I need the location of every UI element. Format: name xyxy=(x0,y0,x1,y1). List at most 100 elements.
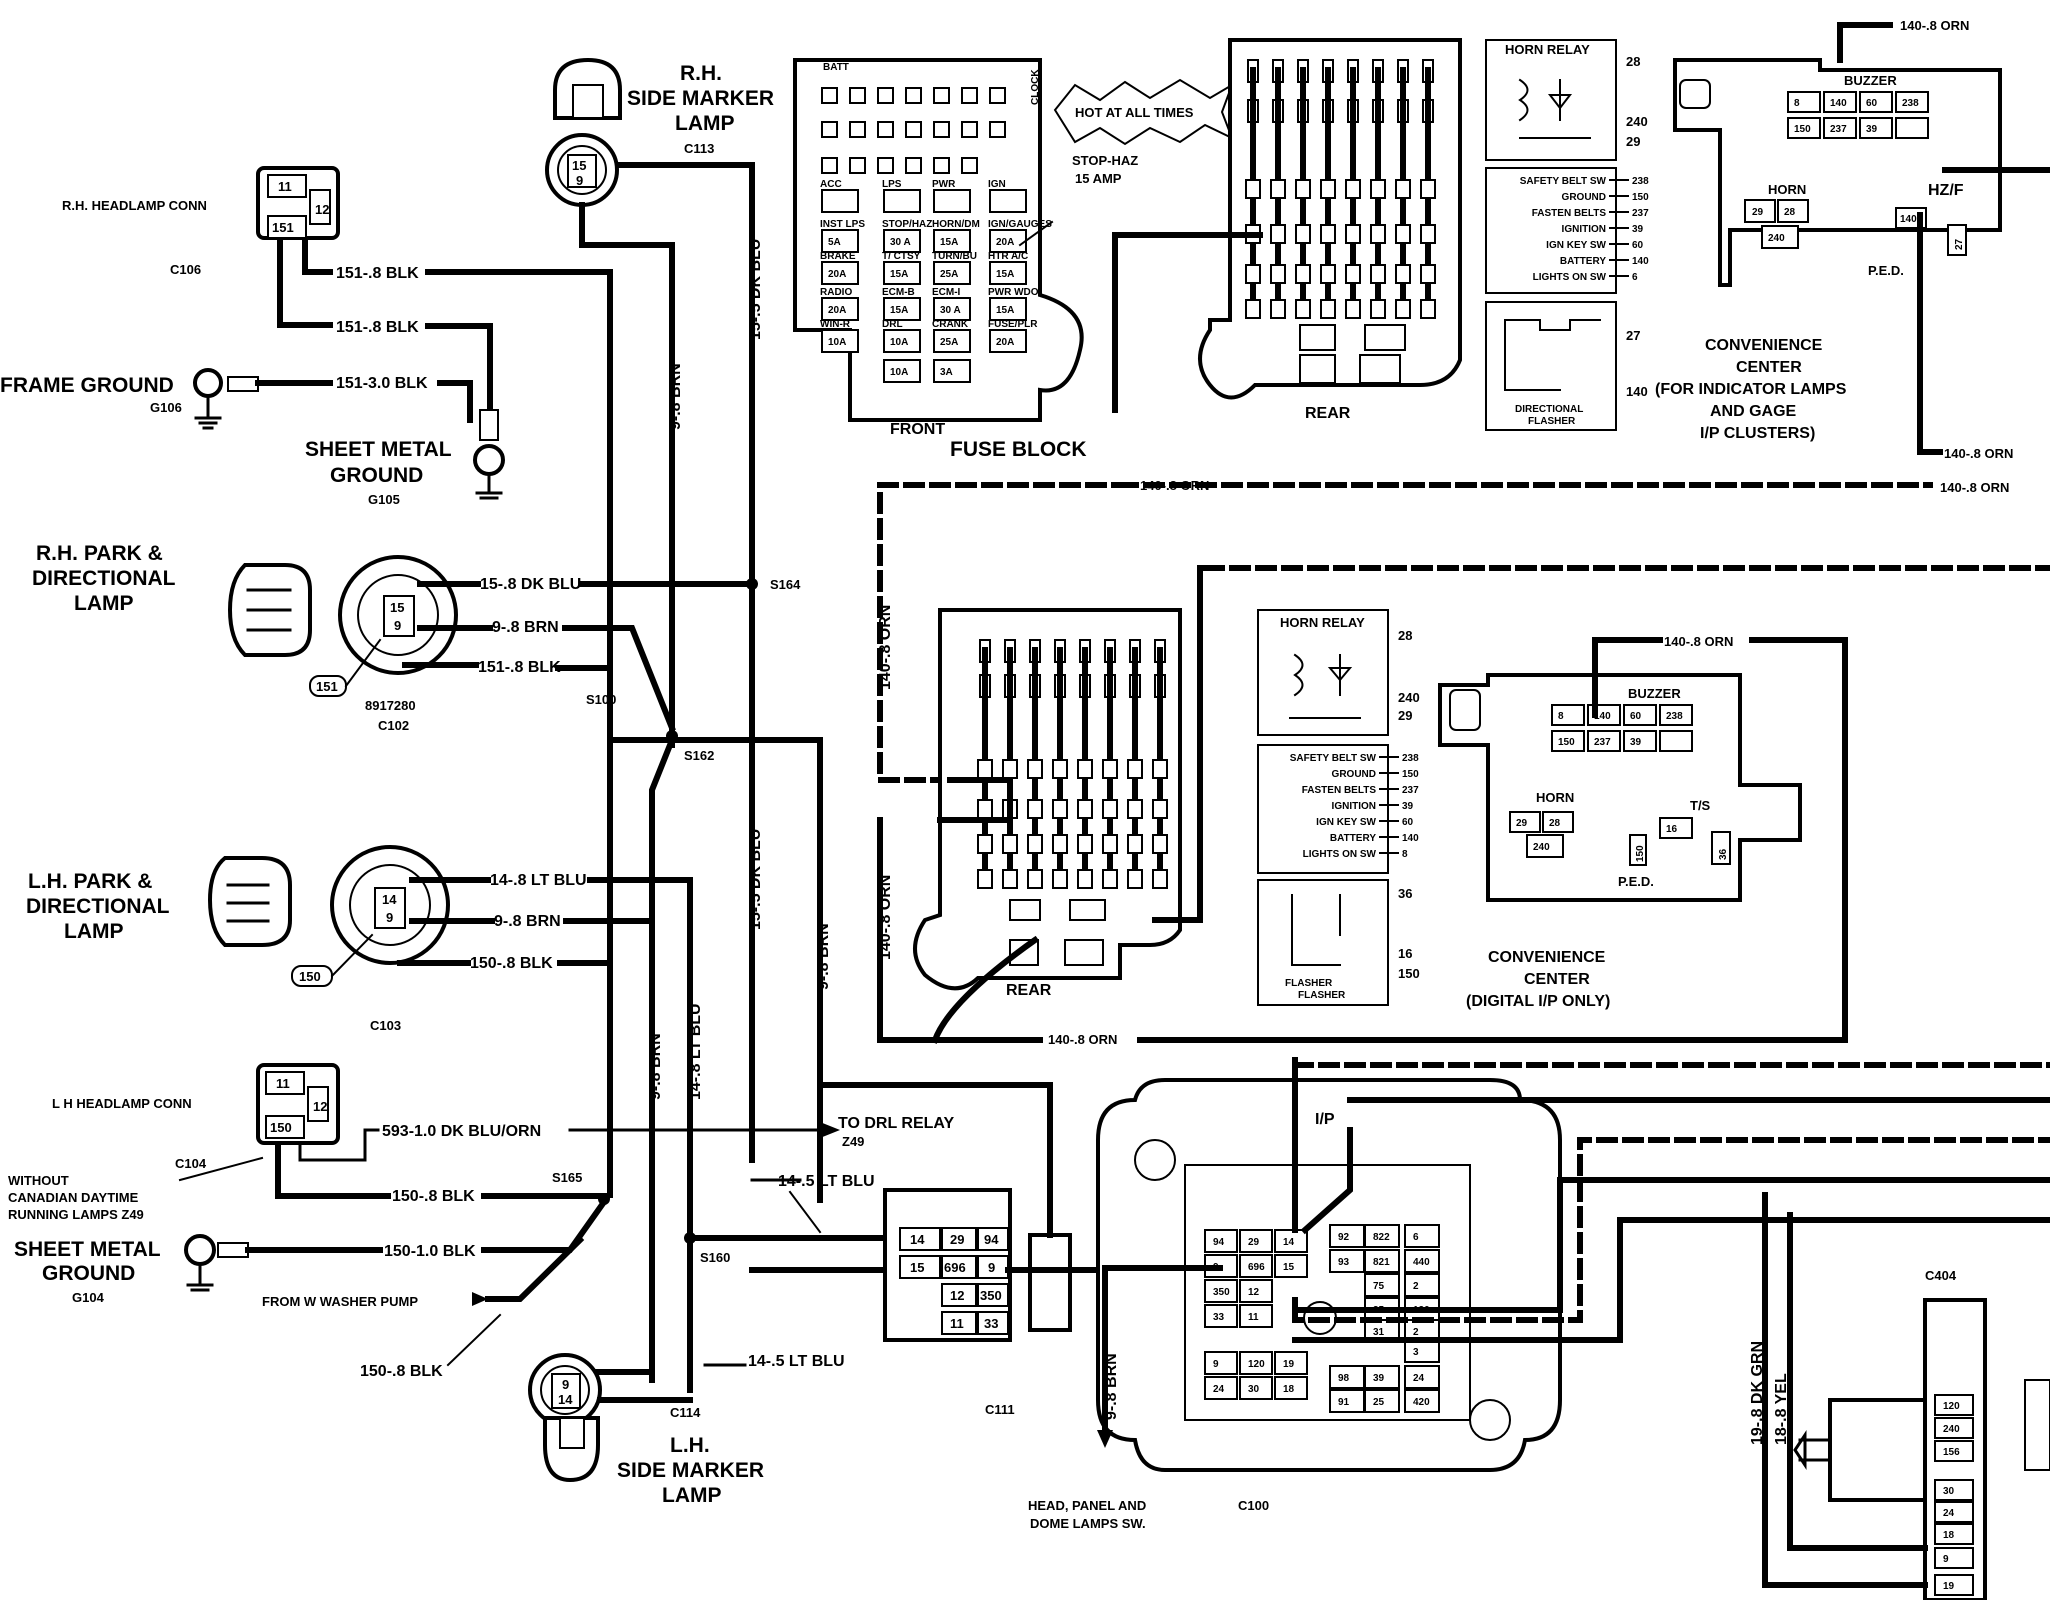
lh-side-marker-lamp: 9 14 C114 L.H. SIDE MARKER LAMP xyxy=(528,1353,764,1507)
legend-label: LIGHTS ON SW xyxy=(1303,849,1377,860)
svg-text:156: 156 xyxy=(1943,1447,1960,1458)
legend-pin: 140 xyxy=(1632,256,1649,267)
svg-text:140-.8 ORN: 140-.8 ORN xyxy=(1664,634,1733,649)
svg-text:822: 822 xyxy=(1373,1232,1390,1243)
svg-text:8: 8 xyxy=(1558,711,1564,722)
svg-text:G106: G106 xyxy=(150,400,182,415)
svg-text:11: 11 xyxy=(276,1076,290,1091)
rh-side-marker-lamp: 15 9 R.H. SIDE MARKER LAMP C113 xyxy=(545,57,774,207)
legend-pin: 8 xyxy=(1402,849,1408,860)
legend-label: FASTEN BELTS xyxy=(1302,785,1377,796)
svg-text:140-.8 ORN: 140-.8 ORN xyxy=(1900,18,1969,33)
rear-fuse-block-top: REAR xyxy=(1198,38,1462,422)
svg-text:C404: C404 xyxy=(1925,1268,1957,1283)
svg-text:9: 9 xyxy=(394,618,401,633)
svg-text:9-.8 BRN: 9-.8 BRN xyxy=(1103,1353,1120,1420)
svg-text:11: 11 xyxy=(1248,1312,1259,1323)
svg-text:FROM W WASHER PUMP: FROM W WASHER PUMP xyxy=(262,1294,418,1309)
fuse-slot xyxy=(905,121,922,138)
svg-text:15-.5 DK BLU: 15-.5 DK BLU xyxy=(747,239,764,340)
svg-text:14: 14 xyxy=(558,1392,573,1407)
fuse-cell xyxy=(883,261,921,285)
fuse-cell xyxy=(821,297,859,321)
fuse-rating: 10A xyxy=(828,337,846,348)
lh-headlamp-connector: 11 12 150 L H HEADLAMP CONN C104 xyxy=(52,1063,340,1171)
svg-text:240: 240 xyxy=(1533,842,1550,853)
svg-text:696: 696 xyxy=(944,1260,966,1275)
fuse-cell xyxy=(933,189,971,213)
svg-text:R.H.: R.H. xyxy=(680,62,722,85)
fuse-rating: 20A xyxy=(828,269,846,280)
svg-text:98: 98 xyxy=(1338,1373,1350,1384)
fuse-slot xyxy=(933,121,950,138)
wire-151-b: 151-.8 BLK xyxy=(336,319,419,336)
svg-text:30: 30 xyxy=(1248,1384,1260,1395)
fuse-slot xyxy=(933,157,950,174)
svg-text:9-.8 BRN: 9-.8 BRN xyxy=(494,913,561,930)
fuse-slot xyxy=(989,121,1006,138)
fuse-label: IGN/GAUGES xyxy=(988,219,1052,230)
svg-text:9-.8 BRN: 9-.8 BRN xyxy=(492,619,559,636)
legend-pin: 39 xyxy=(1402,801,1414,812)
lh-park-lamp: 14 9 150 L.H. PARK & DIRECTIONAL LAMP C1… xyxy=(26,845,450,1033)
svg-text:92: 92 xyxy=(1338,1232,1350,1243)
svg-text:9: 9 xyxy=(1943,1554,1949,1565)
legend-label: BATTERY xyxy=(1330,833,1376,844)
svg-text:19-.8 DK GRN: 19-.8 DK GRN xyxy=(1749,1341,1766,1445)
fuse-label: TURN/BU xyxy=(932,251,977,262)
svg-text:BATT: BATT xyxy=(823,62,849,73)
svg-text:6: 6 xyxy=(1413,1232,1419,1243)
svg-text:14: 14 xyxy=(382,892,397,907)
svg-text:9-.8 BRN: 9-.8 BRN xyxy=(647,1033,664,1100)
svg-text:28: 28 xyxy=(1784,207,1796,218)
fuse-slot xyxy=(821,157,838,174)
svg-text:S164: S164 xyxy=(770,577,801,592)
legend-pin: 237 xyxy=(1402,785,1419,796)
svg-text:696: 696 xyxy=(1248,1262,1265,1273)
svg-text:I/P: I/P xyxy=(1315,1111,1335,1128)
svg-text:150-.8 BLK: 150-.8 BLK xyxy=(360,1363,443,1380)
fuse-label: HORN/DM xyxy=(932,219,980,230)
fuse-cell xyxy=(989,189,1027,213)
svg-text:FLASHER: FLASHER xyxy=(1285,978,1333,989)
fuse-label: LPS xyxy=(882,179,902,190)
fuse-slot xyxy=(961,87,978,104)
legend-label: GROUND xyxy=(1332,769,1376,780)
svg-text:16: 16 xyxy=(1666,824,1678,835)
svg-text:150: 150 xyxy=(270,1120,292,1135)
svg-text:420: 420 xyxy=(1413,1397,1430,1408)
fuse-slot xyxy=(849,87,866,104)
svg-text:BUZZER: BUZZER xyxy=(1628,686,1681,701)
fuse-rating: 15A xyxy=(996,269,1014,280)
legend-pin: 60 xyxy=(1402,817,1414,828)
svg-text:150-.8 BLK: 150-.8 BLK xyxy=(392,1188,475,1205)
legend-pin: 150 xyxy=(1632,192,1649,203)
svg-text:LAMP: LAMP xyxy=(662,1484,722,1507)
svg-text:140-.8 ORN: 140-.8 ORN xyxy=(1140,478,1209,493)
svg-text:36: 36 xyxy=(1718,848,1729,860)
fuse-label: T/ CTSY xyxy=(882,251,921,262)
svg-text:C103: C103 xyxy=(370,1018,401,1033)
legend-label: IGN KEY SW xyxy=(1546,240,1606,251)
fuse-rating: 30 A xyxy=(940,305,961,316)
fuse-rating: 15A xyxy=(940,237,958,248)
svg-text:C113: C113 xyxy=(684,141,714,156)
fuse-slot xyxy=(849,157,866,174)
legend-pin: 238 xyxy=(1402,753,1419,764)
svg-text:WITHOUT: WITHOUT xyxy=(8,1173,69,1188)
fuse-cell xyxy=(821,229,859,253)
legend-label: IGN KEY SW xyxy=(1316,817,1376,828)
wire-151-a: 151-.8 BLK xyxy=(336,265,419,282)
svg-text:REAR: REAR xyxy=(1305,405,1351,422)
fuse-rating: 25A xyxy=(940,337,958,348)
fuse-cell xyxy=(883,229,921,253)
svg-text:15: 15 xyxy=(1283,1262,1295,1273)
wire-151-3: 151-3.0 BLK xyxy=(336,375,428,392)
legend-pin: 140 xyxy=(1402,833,1419,844)
legend-label: SAFETY BELT SW xyxy=(1290,753,1377,764)
svg-text:27: 27 xyxy=(1954,238,1965,250)
svg-text:FRONT: FRONT xyxy=(890,421,945,438)
svg-text:31: 31 xyxy=(1373,1327,1385,1338)
svg-text:14-.8 LT BLU: 14-.8 LT BLU xyxy=(687,1003,704,1100)
svg-text:12: 12 xyxy=(1248,1287,1260,1298)
